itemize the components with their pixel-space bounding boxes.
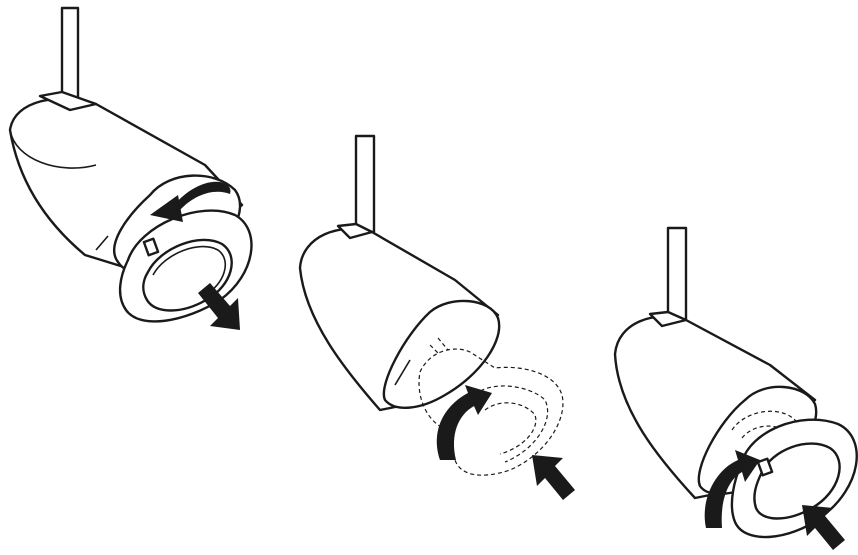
- fixture-body-2: [300, 224, 499, 410]
- step-1-panel: [10, 8, 251, 330]
- step-3-panel: [615, 228, 857, 550]
- push-arrow-2: [532, 455, 575, 500]
- stem-1: [62, 8, 78, 104]
- push-arrow-3: [802, 505, 845, 550]
- stem-3: [668, 228, 686, 324]
- stem-2: [356, 136, 374, 232]
- step-2-panel: [300, 136, 575, 500]
